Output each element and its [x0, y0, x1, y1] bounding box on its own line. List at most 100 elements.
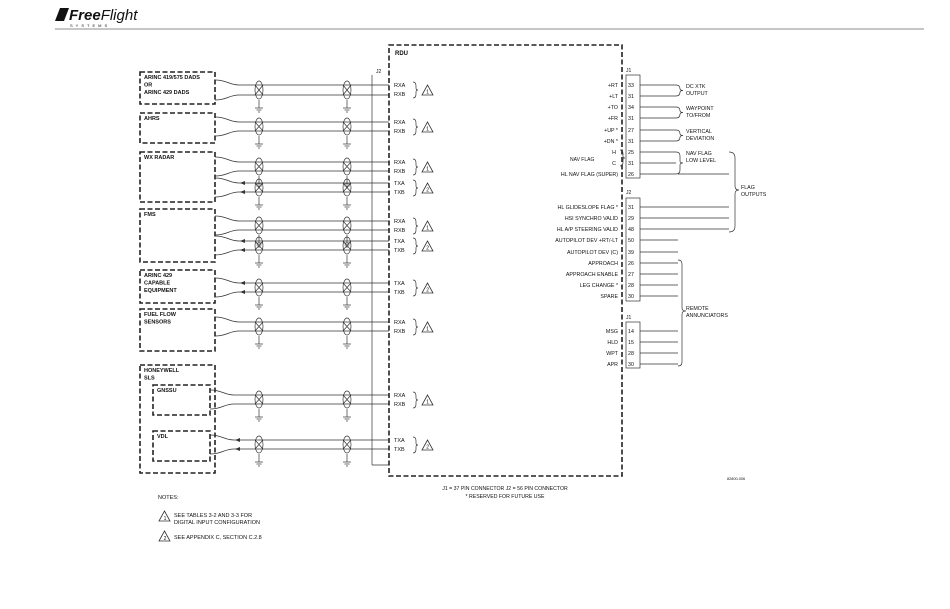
output-labels: DC XTKOUTPUTWAYPOINTTO/FROMVERTICALDEVIA…	[686, 84, 767, 319]
arrow-icon	[240, 239, 245, 252]
note-triangle-icon	[421, 394, 434, 406]
note-1-triangle-icon	[158, 510, 171, 522]
brace-icon	[412, 237, 419, 255]
brace-icon	[619, 149, 626, 167]
connector-j1-top-frame	[625, 74, 641, 179]
pin-number: 30	[628, 362, 634, 368]
pin-number: 39	[628, 250, 634, 256]
pin-label: AUTOPILOT DEV (C)	[567, 250, 618, 256]
twisted-pair-icon	[254, 157, 264, 189]
note-marker: 2	[426, 188, 429, 194]
pin-label: HL NAV FLAG (SUPER)	[561, 172, 618, 178]
pin-label: APPROACH	[588, 261, 618, 267]
brace-icon	[412, 118, 419, 136]
wire	[209, 434, 235, 441]
device-box-wx	[139, 151, 216, 203]
brace-icon	[675, 84, 684, 97]
device-box-vdl	[152, 430, 211, 462]
rdu-port-label: RXA	[394, 83, 406, 89]
note-triangle-icon	[421, 84, 434, 96]
pin-number: 31	[628, 116, 634, 122]
device-label-honeywell: HONEYWELL	[144, 368, 180, 374]
pin-number: 29	[628, 216, 634, 222]
wire	[209, 403, 235, 410]
device-box-arinc429	[139, 269, 216, 304]
output-label-remote: REMOTE	[686, 306, 709, 312]
rdu-port-label: RXB	[394, 92, 406, 98]
wiring	[209, 75, 389, 467]
pin-number: 34	[628, 105, 634, 111]
note-triangle-icon	[421, 220, 434, 232]
pin-number: 31	[628, 205, 634, 211]
brace-icon	[675, 106, 684, 119]
pin-number: 28	[628, 283, 634, 289]
pin-number: 50	[628, 238, 634, 244]
logo-tagline: SYSTEMS	[70, 23, 110, 28]
connector-note: J1 = 37 PIN CONNECTOR J2 = 56 PIN CONNEC…	[442, 486, 568, 492]
wire	[214, 191, 240, 198]
note-1: 1 SEE TABLES 3-2 AND 3-3 FOR DIGITAL INP…	[158, 510, 260, 526]
twisted-pair-icon	[254, 80, 264, 113]
note-1-line-2: DIGITAL INPUT CONFIGURATION	[174, 520, 260, 526]
rdu-port-label: RXB	[394, 402, 406, 408]
rdu-port-label: TXA	[394, 239, 405, 245]
note-triangle-icon	[421, 240, 434, 252]
pin-label: +LT	[609, 94, 619, 100]
twisted-pair-icon	[254, 390, 264, 422]
rdu-port-label: TXB	[394, 190, 405, 196]
rdu-box	[388, 44, 623, 477]
brace-icon	[675, 129, 684, 142]
twisted-pair-icon	[254, 117, 264, 149]
pin-row: HL GLIDESLOPE FLAG *31	[558, 205, 678, 211]
note-marker: 1	[426, 127, 429, 133]
brace-icon	[412, 217, 419, 235]
wire	[214, 215, 240, 222]
device-label-arinc429: ARINC 429	[144, 273, 172, 279]
pin-number: 33	[628, 83, 634, 89]
pin-label: HL A/P STEERING VALID	[557, 227, 618, 233]
pin-label: C	[612, 161, 616, 167]
device-label-gnssu: GNSSU	[157, 388, 177, 394]
pin-label: +DN *	[604, 139, 618, 145]
wire	[214, 156, 240, 163]
output-label-navflag: NAV FLAG	[686, 151, 712, 157]
rdu-title: RDU	[395, 51, 408, 57]
note-marker: 2	[426, 246, 429, 252]
reserved-note: * RESERVED FOR FUTURE USE	[466, 494, 545, 500]
note-triangle-icon	[421, 161, 434, 173]
connector-j2-frame	[625, 197, 641, 302]
pin-number: 27	[628, 128, 634, 134]
wire	[214, 229, 240, 236]
rdu-port-label: TXB	[394, 447, 405, 453]
twisted-pair-icon	[254, 317, 264, 349]
output-label-flag: OUTPUTS	[741, 192, 767, 198]
brace-icon	[412, 158, 419, 176]
device-label-vdl: VDL	[157, 434, 169, 440]
wire	[214, 130, 240, 137]
pin-number: 31	[628, 139, 634, 145]
rdu-port-label: TXA	[394, 438, 405, 444]
note-2-line-1: SEE APPENDIX C, SECTION C.2.8	[174, 535, 262, 541]
output-label-navflag: LOW LEVEL	[686, 158, 716, 164]
twisted-pair-icon	[342, 317, 352, 349]
twisted-pair-icon	[342, 390, 352, 422]
twisted-pair-icon	[254, 236, 264, 268]
output-label-dcxtk: OUTPUT	[686, 91, 709, 97]
pin-label: HLD	[607, 340, 618, 346]
device-label-fuel: SENSORS	[144, 320, 171, 326]
note-triangle-icon	[421, 439, 434, 451]
logo-prefix: Free	[69, 7, 101, 24]
pin-number: 26	[628, 172, 634, 178]
brace-icon	[728, 151, 740, 233]
output-label-flag: FLAG	[741, 185, 755, 191]
device-label-dads: ARINC 419/575 DADS	[144, 75, 200, 81]
